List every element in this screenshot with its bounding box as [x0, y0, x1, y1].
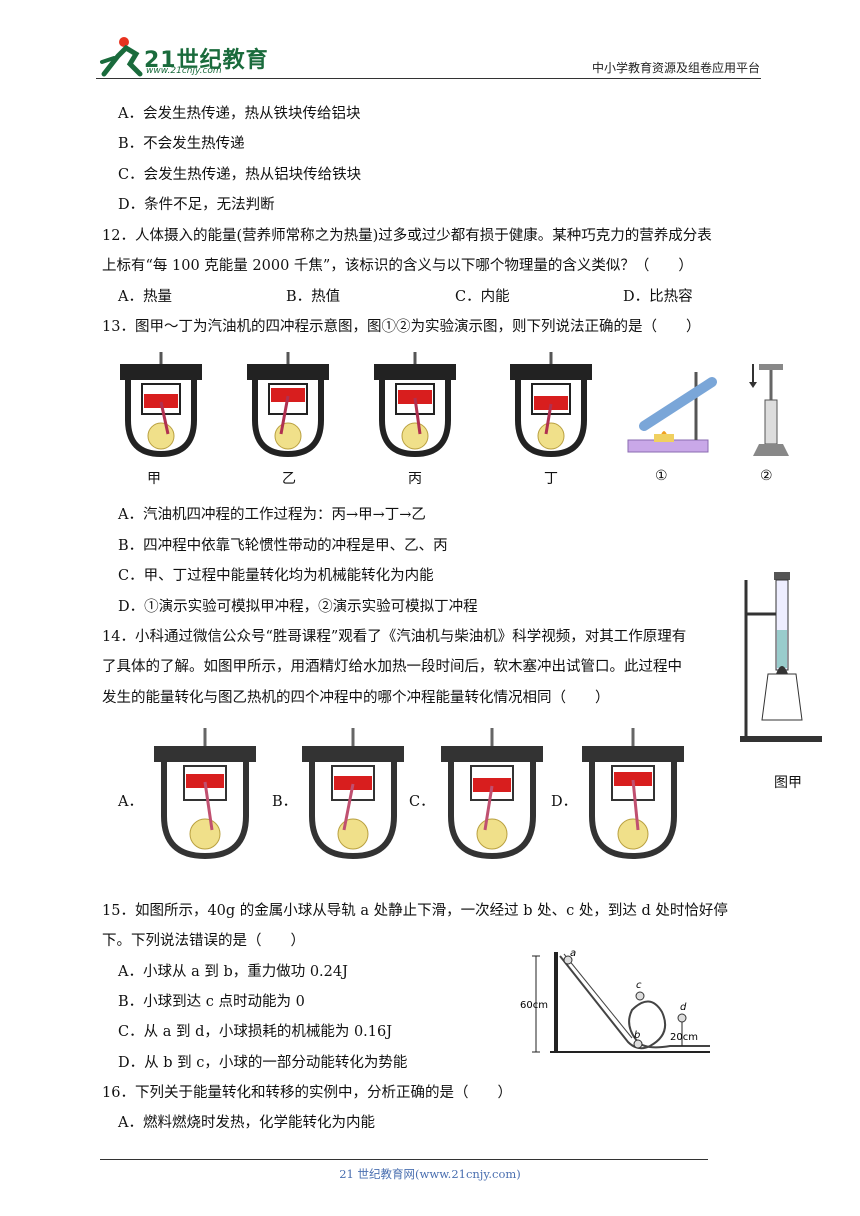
engine-diagram-jia — [120, 352, 202, 458]
point-b-label: b — [634, 1030, 640, 1041]
q15-option-b: B．小球到达 c 点时动能为 0 — [118, 994, 305, 1010]
logo-text: 21世纪教育 — [144, 48, 269, 73]
q14-option-c-label: C． — [409, 794, 435, 810]
caption-jia: 甲 — [147, 471, 161, 487]
engine-option-c-diagram — [441, 728, 543, 860]
point-a-label: a — [570, 948, 576, 959]
q15-stem-line2: 下。下列说法错误的是（ ） — [102, 933, 305, 949]
engine-option-d-diagram — [582, 728, 684, 860]
track-diagram: 60cm 20cm a b c d — [520, 948, 710, 1053]
logo-url: www.21cnjy.com — [146, 66, 222, 76]
test-tube-heating-diagram — [627, 372, 717, 453]
q15-stem-line1: 15．如图所示，40g 的金属小球从导轨 a 处静止下滑，一次经过 b 处、c … — [102, 903, 728, 919]
q15-option-d: D．从 b 到 c，小球的一部分动能转化为势能 — [118, 1055, 408, 1071]
logo-icon — [100, 37, 143, 77]
q16-option-a: A．燃料燃烧时发热，化学能转化为内能 — [118, 1115, 375, 1131]
q14-stem-line3: 发生的能量转化与图乙热机的四个冲程中的哪个冲程能量转化情况相同（ ） — [102, 690, 610, 706]
engine-option-b-diagram — [302, 728, 404, 860]
q13-option-c: C．甲、丁过程中能量转化均为机械能转化为内能 — [118, 568, 434, 584]
q11-option-a: A．会发生热传递，热从铁块传给铝块 — [118, 106, 361, 122]
q12-stem-line1: 12．人体摄入的能量(营养师常称之为热量)过多或过少都有损于健康。某种巧克力的营… — [102, 228, 712, 244]
q12-option-b: B．热值 — [286, 289, 341, 305]
air-compression-diagram — [749, 364, 789, 456]
q15-option-c: C．从 a 到 d，小球损耗的机械能为 0.16J — [118, 1024, 393, 1040]
point-c-label: c — [636, 980, 642, 991]
q12-option-c: C．内能 — [455, 289, 510, 305]
boiling-tube-apparatus-diagram — [740, 572, 822, 742]
q14-option-a-label: A． — [118, 794, 143, 810]
q14-stem-line2: 了具体的了解。如图甲所示，用酒精灯给水加热一段时间后，软木塞冲出试管口。此过程中 — [102, 659, 682, 675]
engine-option-a-diagram — [154, 728, 256, 860]
q13-option-b: B．四冲程中依靠飞轮惯性带动的冲程是甲、乙、丙 — [118, 538, 448, 554]
q11-option-c: C．会发生热传递，热从铝块传给铁块 — [118, 167, 362, 183]
q11-option-b: B．不会发生热传递 — [118, 136, 245, 152]
q11-option-d: D．条件不足，无法判断 — [118, 197, 275, 213]
footer-link[interactable]: 21 世纪教育网(www.21cnjy.com) — [339, 1167, 521, 1181]
caption-ding: 丁 — [544, 471, 558, 487]
q13-option-d: D．①演示实验可模拟甲冲程，②演示实验可模拟丁冲程 — [118, 599, 478, 615]
q14-stem-line1: 14．小科通过微信公众号“胜哥课程”观看了《汽油机与柴油机》科学视频，对其工作原… — [102, 629, 687, 645]
engine-diagram-yi — [247, 352, 329, 458]
q13-stem: 13．图甲～丁为汽油机的四冲程示意图，图①②为实验演示图，则下列说法正确的是（ … — [102, 319, 701, 335]
height-60cm-label: 60cm — [520, 1000, 548, 1011]
caption-1: ① — [655, 468, 668, 484]
header-divider — [96, 78, 761, 79]
q14-option-d-label: D． — [551, 794, 578, 810]
footer-divider — [100, 1159, 708, 1160]
q12-stem-line2: 上标有“每 100 克能量 2000 千焦”，该标识的含义与以下哪个物理量的含义… — [102, 258, 693, 274]
engine-diagram-ding — [510, 352, 592, 458]
height-20cm-label: 20cm — [670, 1032, 698, 1043]
point-d-label: d — [680, 1002, 687, 1013]
q16-stem: 16．下列关于能量转化和转移的实例中，分析正确的是（ ） — [102, 1085, 512, 1101]
engine-diagram-bing — [374, 352, 456, 458]
q13-option-a: A．汽油机四冲程的工作过程为：丙→甲→丁→乙 — [118, 507, 426, 523]
caption-bing: 丙 — [408, 471, 422, 487]
q14-option-b-label: B． — [272, 794, 298, 810]
platform-name: 中小学教育资源及组卷应用平台 — [591, 61, 760, 75]
q15-option-a: A．小球从 a 到 b，重力做功 0.24J — [118, 964, 348, 980]
caption-2: ② — [760, 468, 773, 484]
figure-jia-caption: 图甲 — [774, 775, 802, 791]
q12-option-d: D．比热容 — [623, 289, 693, 305]
caption-yi: 乙 — [282, 471, 296, 487]
q12-option-a: A．热量 — [118, 289, 172, 305]
